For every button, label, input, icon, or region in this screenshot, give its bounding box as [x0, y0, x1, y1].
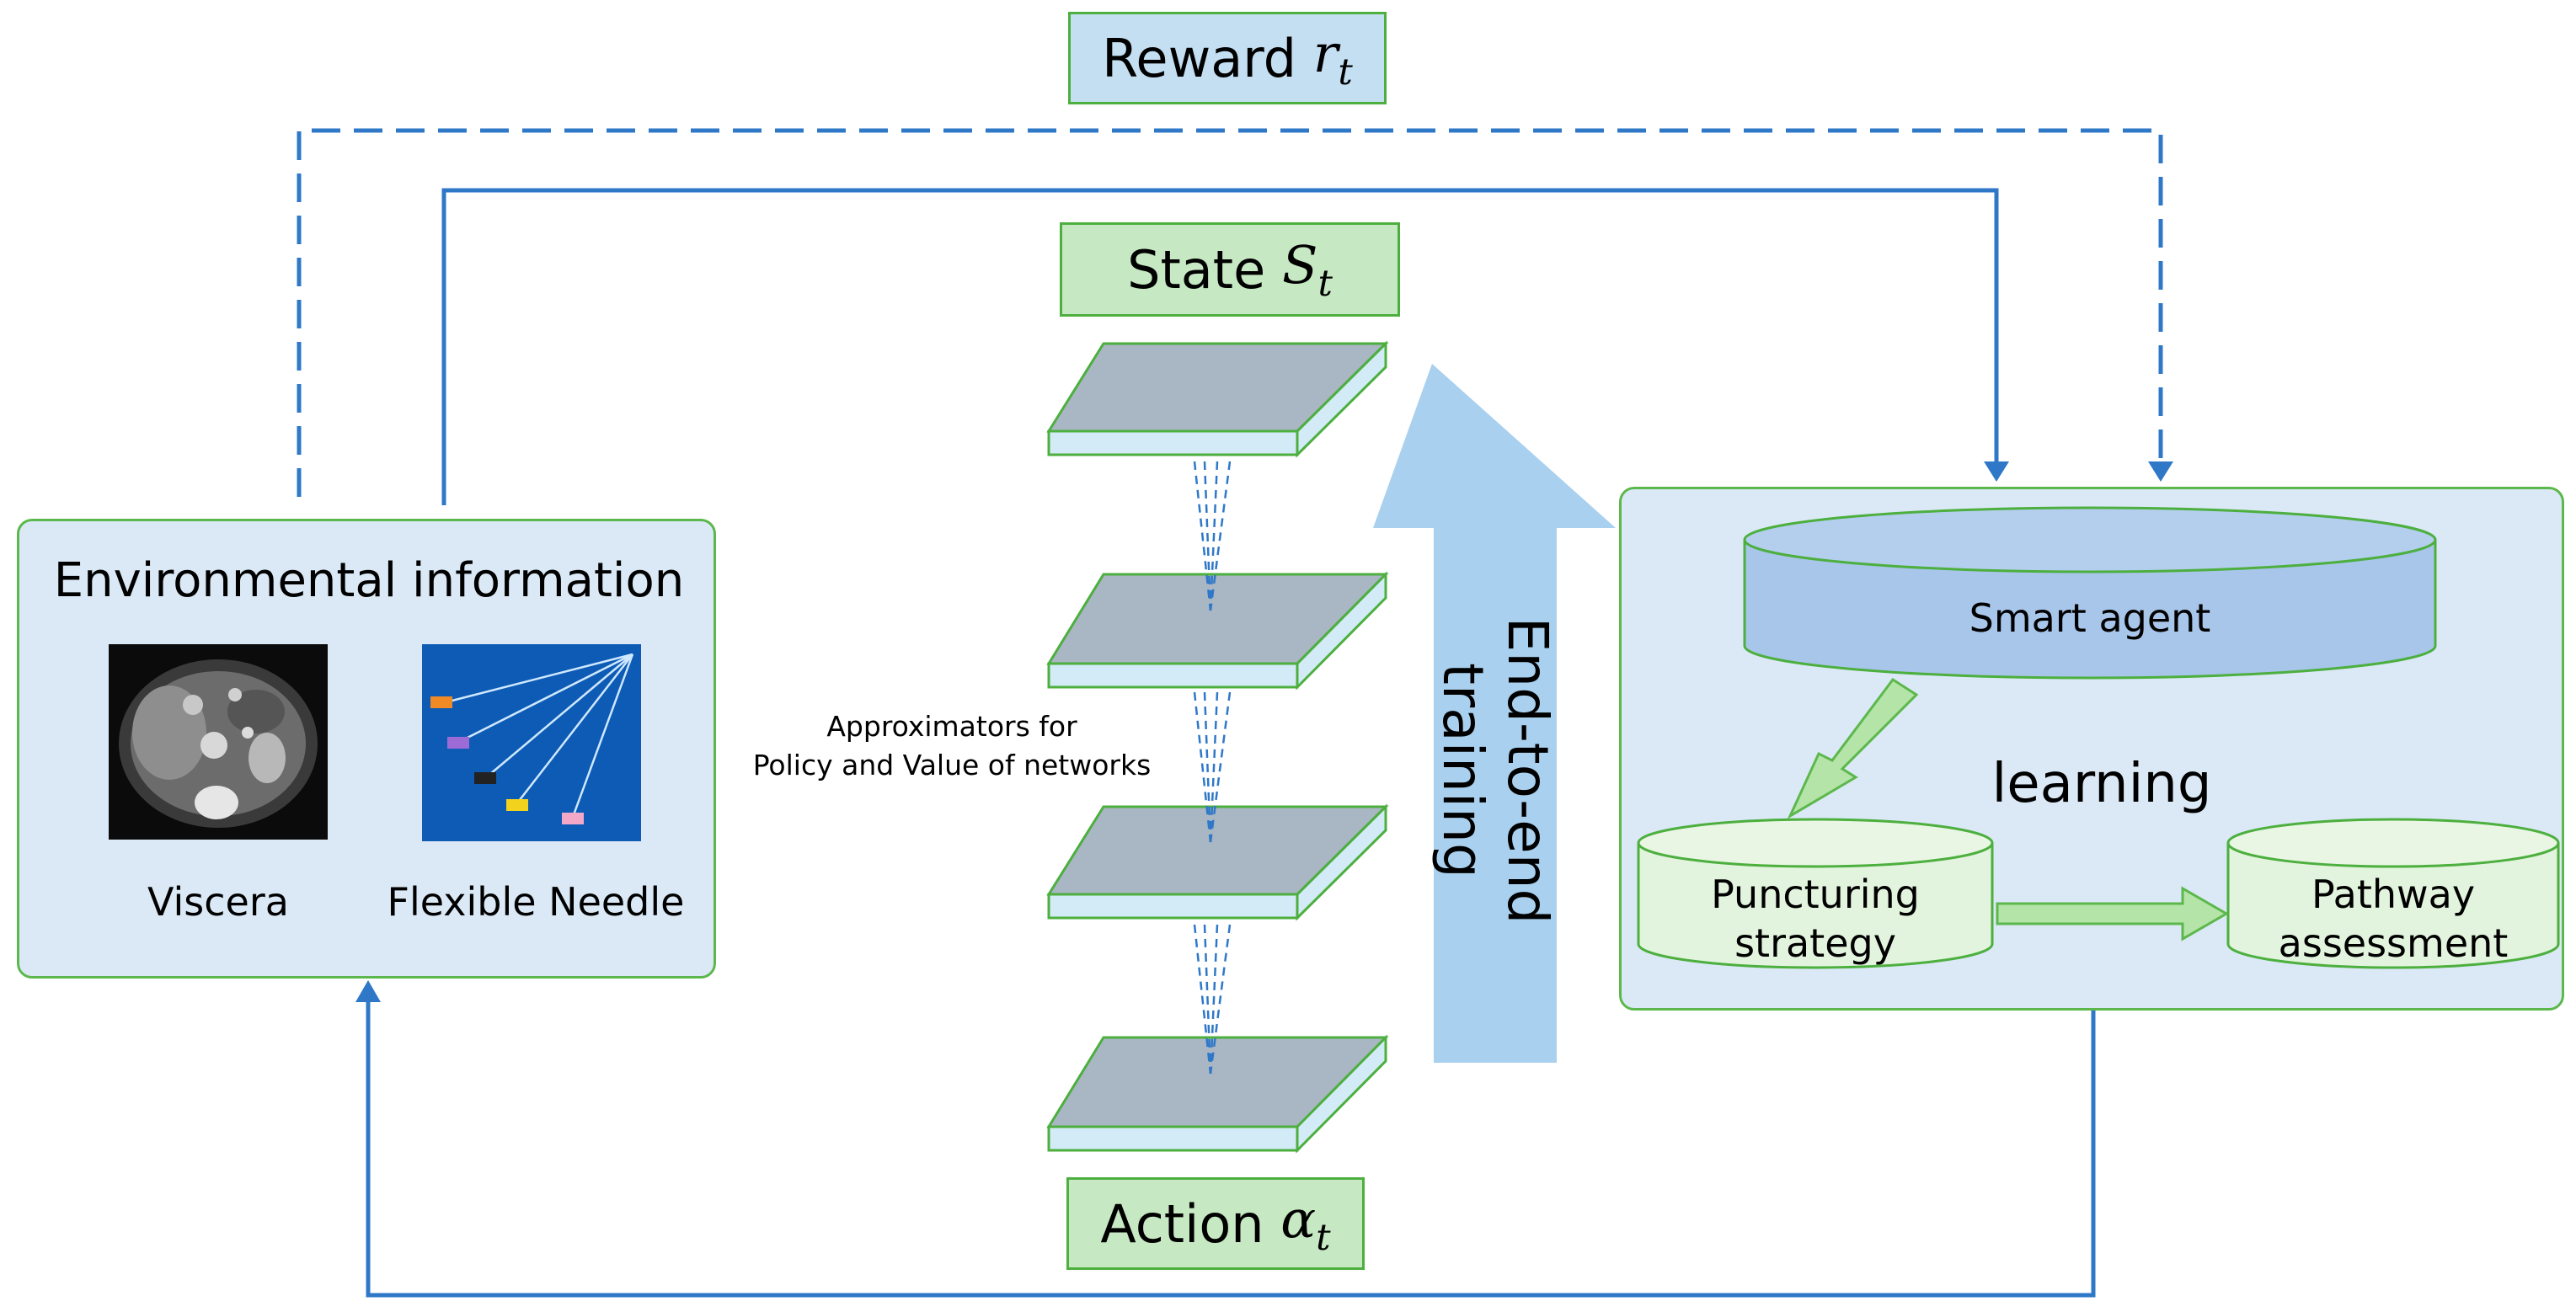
pathway-cylinder [2226, 818, 2560, 969]
agent-to-puncturing-arrow [1787, 677, 1919, 819]
puncturing-cylinder [1637, 818, 1994, 969]
agent-panel: Smart agent learning Puncturing strategy… [1619, 487, 2564, 1011]
end-to-end-training-label: End-to-end training [1430, 616, 1560, 925]
action-arrowhead [355, 980, 381, 1002]
state-symbol: St [1282, 234, 1333, 305]
smart-agent-label: Smart agent [1969, 595, 2211, 641]
needle-caption: Flexible Needle [387, 879, 685, 925]
reward-label: Reward [1102, 27, 1297, 89]
end-to-end-arrow [1373, 364, 1616, 1063]
state-arrowhead [1984, 461, 2009, 482]
reward-subscript: t [1338, 51, 1353, 94]
layer-connections [1193, 461, 1232, 1075]
action-subscript: t [1316, 1217, 1331, 1260]
reward-box: Reward rt [1068, 12, 1387, 104]
action-symbol-letter: α [1280, 1187, 1317, 1250]
environment-title: Environmental information [53, 552, 685, 608]
needles-graphic [430, 653, 634, 824]
action-label: Action [1100, 1192, 1264, 1255]
smart-agent-cylinder [1743, 506, 2437, 680]
pathway-line2: assessment [2278, 920, 2509, 966]
puncturing-label: Puncturing strategy [1638, 870, 1992, 968]
puncturing-line1: Puncturing [1711, 872, 1920, 917]
reward-symbol-letter: r [1312, 22, 1339, 84]
state-feedback-line [441, 188, 1999, 505]
network-layer-4 [1046, 1034, 1389, 1154]
puncturing-to-pathway-arrow [1996, 886, 2230, 941]
action-symbol: αt [1280, 1188, 1330, 1259]
network-layer-2 [1046, 571, 1389, 691]
pathway-line1: Pathway [2311, 872, 2476, 917]
approximators-line2: Policy and Value of networks [752, 749, 1152, 781]
reward-arrowhead [2148, 461, 2173, 482]
network-layer-3 [1046, 803, 1389, 921]
state-label: State [1127, 238, 1266, 301]
environment-panel: Environmental information [17, 519, 716, 979]
pathway-label: Pathway assessment [2228, 870, 2558, 968]
needles-image [422, 644, 641, 841]
reward-symbol: rt [1313, 23, 1353, 93]
approximators-label: Approximators for Policy and Value of ne… [724, 707, 1179, 785]
state-box: State St [1060, 222, 1400, 317]
approximators-line1: Approximators for [826, 710, 1077, 743]
ct-scan-graphic [119, 659, 318, 828]
viscera-caption: Viscera [147, 879, 289, 925]
agent-panel-graphics [1637, 506, 2560, 969]
learning-label: learning [1991, 753, 2212, 815]
state-symbol-letter: S [1281, 233, 1318, 296]
action-box: Action αt [1066, 1177, 1365, 1270]
ct-scan-image [109, 644, 328, 840]
state-subscript: t [1317, 263, 1333, 306]
puncturing-line2: strategy [1734, 920, 1896, 966]
action-return-line [366, 998, 2096, 1298]
reward-feedback-dashed-line [297, 128, 2163, 497]
network-layer-1 [1046, 340, 1389, 458]
